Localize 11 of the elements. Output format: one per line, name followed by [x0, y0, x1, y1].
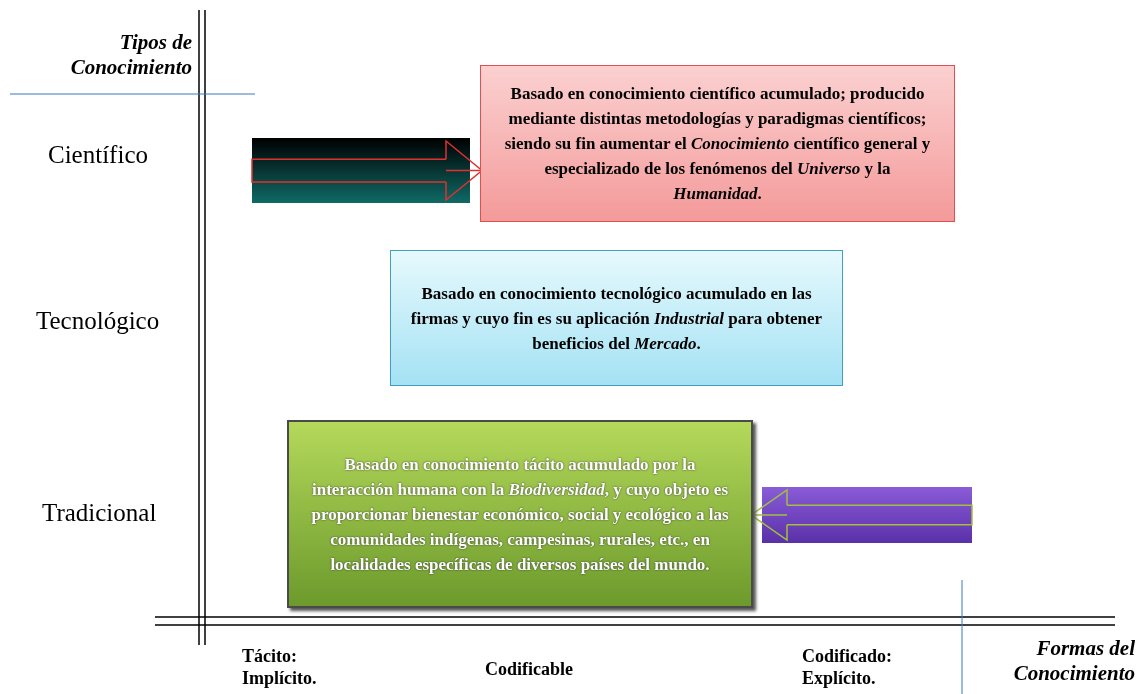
- description-box: Basado en conocimiento tácito acumulado por la interacción humana con la Biodiversidad, y cuyo objeto es proporcionar bienestar económico, social y ecológico a las comunidades indígenas, campesinas, rurales, etc., en localidades específicas de diversos países del mundo.: [287, 420, 753, 608]
- row-label: Científico: [48, 140, 148, 170]
- column-label: Codificable: [485, 658, 573, 680]
- axis-title: Formas del Conocimiento: [1012, 636, 1135, 686]
- row-label: Tradicional: [42, 498, 157, 528]
- description-box: Basado en conocimiento científico acumulado; producido mediante distintas metodologías y paradigmas científicos; siendo su fin aumentar el Conocimiento científico general y especializado de los fenómenos del Universo y la Humanidad.: [480, 65, 955, 222]
- axis-title: Tipos de Conocimiento: [69, 30, 192, 80]
- column-label: Tácito: Implícito.: [242, 645, 318, 689]
- row-label: Tecnológico: [36, 306, 160, 336]
- column-label: Codificado: Explícito.: [802, 645, 893, 689]
- description-box: Basado en conocimiento tecnológico acumulado en las firmas y cuyo fin es su aplicación Industrial para obtener beneficios del Mercado.: [390, 250, 843, 386]
